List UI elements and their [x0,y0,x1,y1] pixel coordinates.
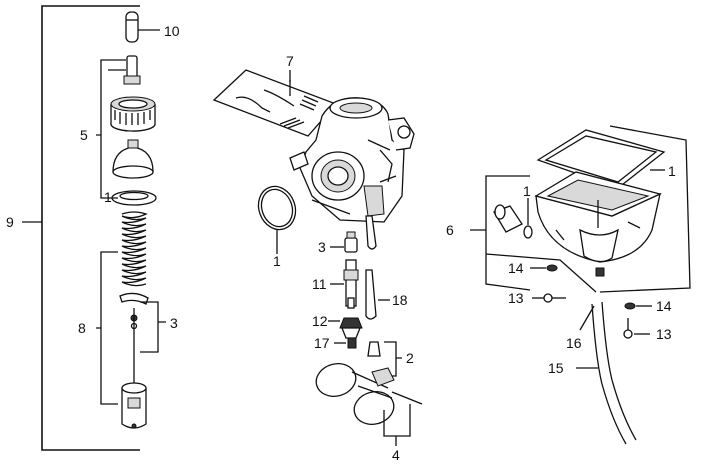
needle-jet-holder [330,231,358,253]
callout-14-left: 14 [508,260,524,276]
slow-jet [334,337,357,349]
callout-1-float-gasket: 1 [668,163,676,179]
gasket-sheet-part-7 [212,69,338,137]
callout-3-mid: 3 [318,239,326,255]
callout-4: 4 [392,447,400,463]
throttle-slide [121,382,147,429]
callout-3-left: 3 [170,315,178,331]
callout-18: 18 [392,292,408,308]
o-ring [257,185,297,254]
callout-15: 15 [548,360,564,376]
callout-labels: 10 5 1 9 8 3 7 1 3 11 18 12 17 2 4 1 1 6… [6,23,676,463]
callout-6: 6 [446,222,454,238]
screw-left [532,293,566,303]
callout-7: 7 [286,53,294,69]
callout-5: 5 [80,127,88,143]
callout-8: 8 [78,320,86,336]
float-bowl-assembly [470,125,691,445]
callout-17: 17 [314,335,330,351]
screw-right [623,318,650,339]
carburetor-main-body [289,97,415,250]
pilot-jet [365,269,390,320]
gasket-ring [111,190,157,206]
washer-left [530,264,558,272]
diaphragm-cap [112,139,154,179]
callout-14-right: 14 [656,298,672,314]
callout-1-gasket: 1 [523,183,531,199]
cable-cap-part-10 [125,11,160,43]
float-bowl [534,171,662,277]
main-jet [330,259,359,309]
callout-12: 12 [312,313,328,329]
carburetor-body-assembly [212,69,423,446]
callout-1-top-left: 1 [104,189,112,205]
drain-hose [576,301,637,445]
drain-screw [493,198,533,239]
cap-bolt [123,55,141,85]
callout-2: 2 [406,350,414,366]
spring [121,211,148,287]
left-assembly [22,5,166,451]
top-nut-ring [110,96,156,132]
callout-13-left: 13 [508,290,524,306]
callout-16: 16 [566,335,582,351]
washer-right [624,302,652,310]
float-assembly [315,363,423,446]
callout-10: 10 [164,23,180,39]
bracket-9 [41,5,140,451]
callout-1-oring: 1 [273,253,281,269]
callout-13-right: 13 [656,326,672,342]
callout-9: 9 [6,214,14,230]
callout-11: 11 [312,276,327,292]
float-valve-seat [328,317,363,339]
